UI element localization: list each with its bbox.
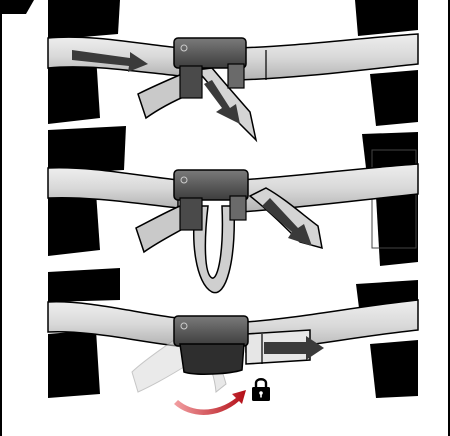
corner-mark xyxy=(0,0,34,14)
left-block-top xyxy=(48,126,126,174)
left-block-top xyxy=(48,0,120,40)
buckle-lower xyxy=(180,198,202,230)
curved-arrow-icon xyxy=(174,390,246,415)
step-2-panel xyxy=(48,126,418,293)
buckle-slot xyxy=(228,64,244,88)
buckle-body xyxy=(174,316,248,346)
step-1-panel xyxy=(48,0,418,140)
buckle-lever-closed xyxy=(180,344,244,374)
buckle-lower xyxy=(180,66,202,98)
right-block-bottom xyxy=(370,70,418,126)
step-3-panel xyxy=(48,268,418,415)
padlock-icon xyxy=(252,379,270,401)
right-block-top xyxy=(355,0,418,36)
left-block-top xyxy=(48,268,120,302)
left-block-bottom xyxy=(48,330,100,398)
buckle-slot xyxy=(230,196,246,220)
right-block-bottom xyxy=(376,192,418,266)
left-block-bottom xyxy=(48,192,100,256)
right-block-bottom xyxy=(370,340,418,398)
